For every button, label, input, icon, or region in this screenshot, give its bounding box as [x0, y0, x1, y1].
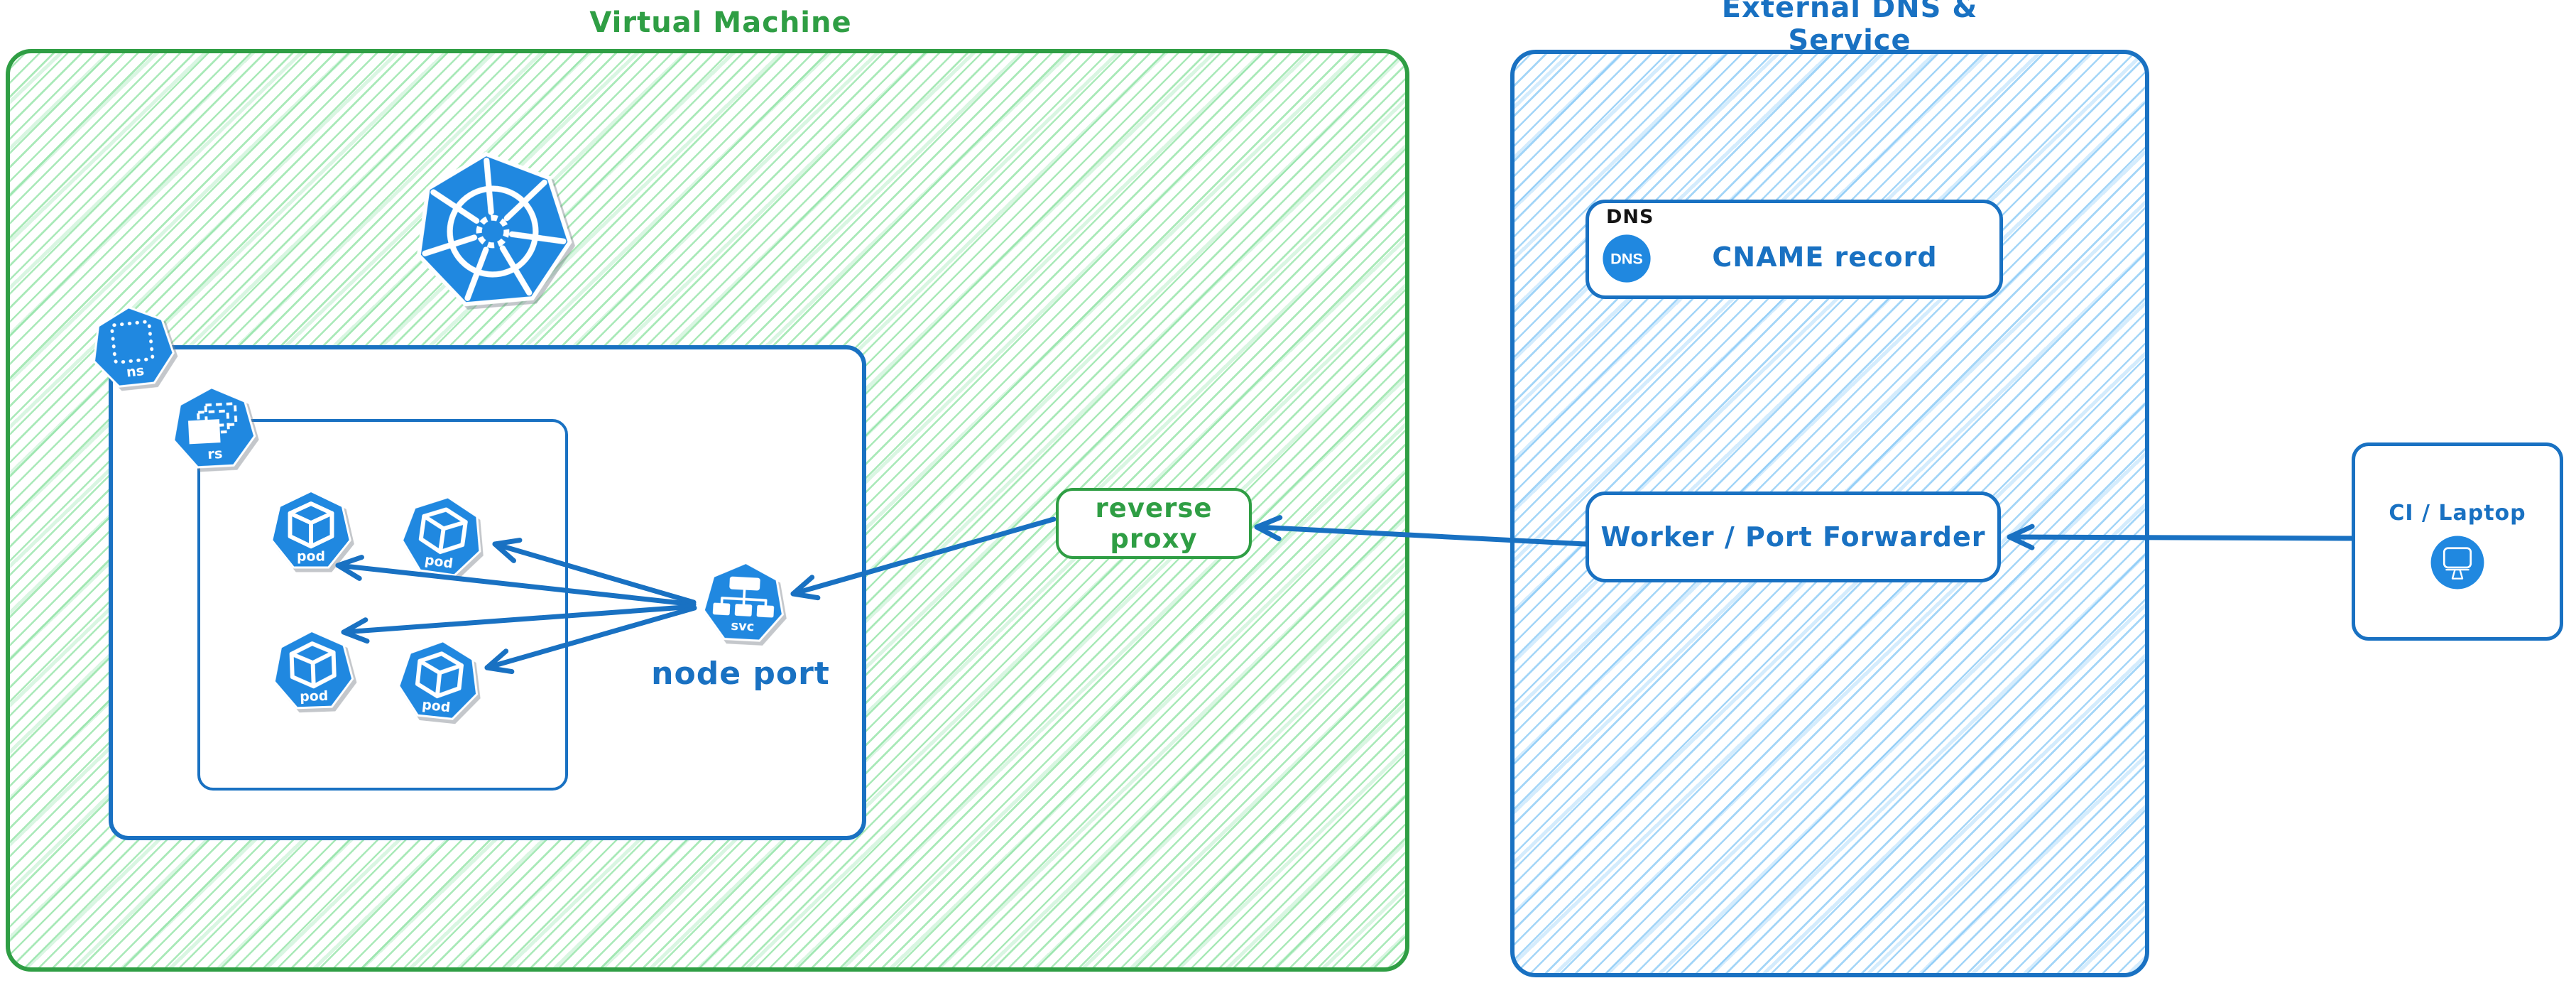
- pod-icon-2: pod: [395, 489, 489, 584]
- cname-record-label: CNAME record: [1712, 241, 1938, 273]
- dns-tag: DNS: [1606, 206, 1654, 228]
- node-port-caption: node port: [651, 655, 830, 692]
- pod-icon-label: pod: [297, 548, 325, 564]
- replicaset-icon: rs: [168, 384, 259, 474]
- service-icon: svc: [699, 559, 788, 648]
- ci-laptop-label: CI / Laptop: [2389, 500, 2526, 526]
- pod-icon-3: pod: [270, 628, 356, 715]
- reverse-proxy-label: reverse proxy: [1095, 493, 1213, 554]
- kubernetes-logo-icon: [405, 143, 580, 319]
- worker-port-forwarder-node: Worker / Port Forwarder: [1586, 492, 2001, 582]
- namespace-icon: ns: [86, 301, 180, 395]
- service-icon-label: svc: [731, 619, 755, 635]
- namespace-icon-label: ns: [126, 362, 145, 380]
- replicaset-icon-label: rs: [207, 445, 223, 462]
- dns-badge-label: DNS: [1610, 250, 1643, 268]
- pod-icon-label: pod: [300, 688, 329, 705]
- dns-record-node: [1586, 200, 2003, 299]
- pod-icon-4: pod: [393, 635, 485, 727]
- virtual-machine-title: Virtual Machine: [589, 6, 852, 39]
- pod-icon-1: pod: [269, 489, 353, 573]
- external-dns-title: External DNS & Service: [1721, 0, 1978, 57]
- worker-port-forwarder-label: Worker / Port Forwarder: [1600, 521, 1986, 553]
- reverse-proxy-node: reverse proxy: [1056, 488, 1252, 559]
- replicaset-box: [197, 419, 568, 791]
- dns-badge-icon: DNS: [1602, 234, 1652, 283]
- pod-icon-label: pod: [421, 697, 451, 715]
- monitor-icon: [2430, 535, 2485, 590]
